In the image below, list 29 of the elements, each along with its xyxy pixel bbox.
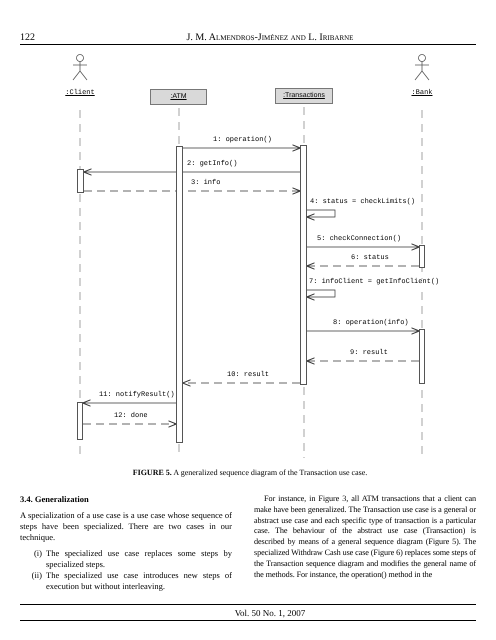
- list-item: The specialized use case introduces new steps of execution but without interleaving.: [46, 570, 232, 592]
- activation-bar: [176, 146, 183, 443]
- activation-bar: [419, 245, 425, 268]
- activation-bar: [77, 169, 84, 193]
- message-arrow: [84, 187, 301, 195]
- message-arrow: [306, 262, 420, 270]
- message-arrow: [82, 420, 177, 428]
- paragraph: A specialization of a use case is a use case whose sequence of steps have been specialized. There are two cases in our technique.: [20, 510, 232, 543]
- message-arrow: [182, 379, 300, 387]
- message-arrow: [82, 399, 176, 407]
- message-arrow: [83, 168, 300, 176]
- section-heading: 3.4. Generalization: [20, 494, 90, 505]
- message-arrow: [306, 357, 420, 365]
- message-arrow: [306, 243, 420, 251]
- list-item: The specialized use case replaces some steps by specialized steps.: [46, 548, 232, 570]
- running-footer: Vol. 50 No. 1, 2007: [120, 607, 420, 620]
- figure-caption: FIGURE 5. A generalized sequence diagram of the Transaction use case.: [132, 467, 368, 479]
- activation-bar: [419, 329, 425, 384]
- message-arrow: [306, 327, 420, 335]
- activation-bar: [300, 145, 307, 385]
- paragraph: For instance, in Figure 3, all ATM transactions that a client can make have been generalized. The Transaction use case is a general or abstract use case and each specific type of transaction is a particular case. The behaviour of the abstract use case (Transaction) is described by means of a general sequence diagram (Figure 5). The specialized Withdraw Cash use case (Figure 6) replaces some steps of the Transaction sequence diagram and modifies the general name of the methods. For instance, the operation() method in the: [254, 494, 476, 580]
- message-arrow: [182, 144, 301, 152]
- message-arrow: [306, 210, 336, 221]
- page-number: 122: [20, 31, 35, 45]
- activation-bar: [77, 402, 83, 440]
- message-arrow: [306, 290, 336, 301]
- list-number: (i): [32, 548, 42, 560]
- list-number: (ii): [30, 570, 42, 582]
- running-header: J. M. Almendros-Jiménez and L. Iribarne: [186, 31, 354, 45]
